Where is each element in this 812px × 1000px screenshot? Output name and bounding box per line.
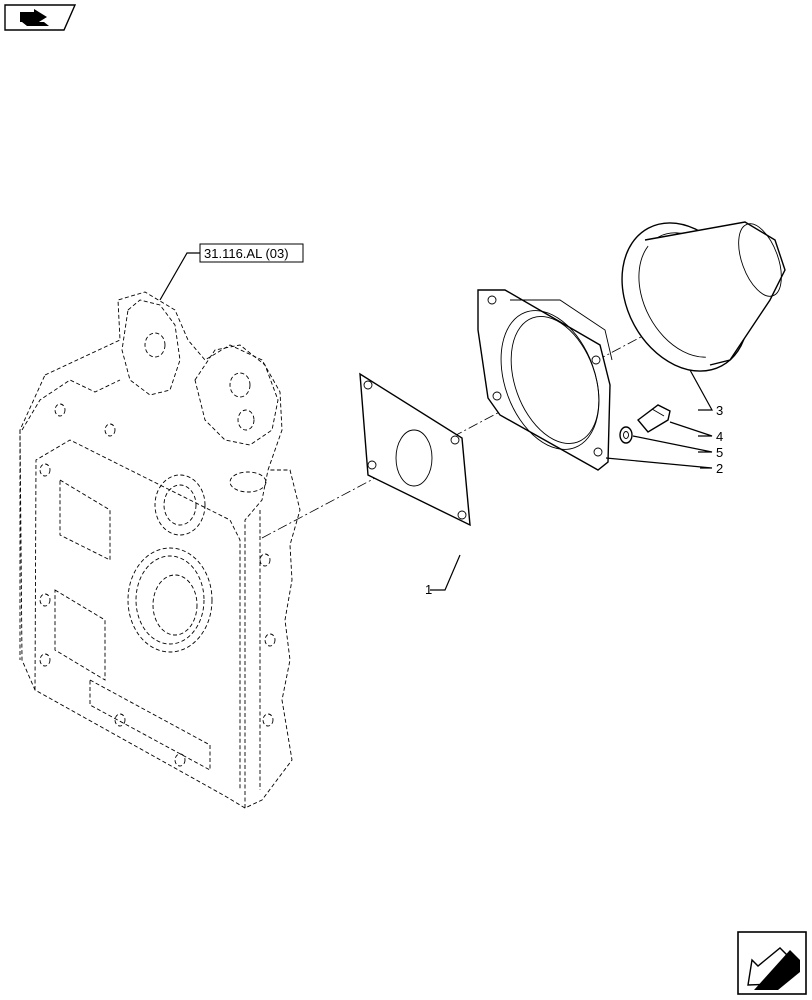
leader-line-1 [430,554,461,591]
next-page-arrow-icon[interactable] [737,931,807,995]
leader-line-3 [689,369,714,411]
cover-part-3[interactable] [597,201,790,393]
reference-label: 31.116.AL (03) [204,246,289,261]
flange-housing-part-2[interactable] [477,289,617,471]
book-arrow-icon[interactable] [4,4,77,31]
bolt-part-4[interactable] [636,404,671,433]
reference-callout[interactable]: 31.116.AL (03) [159,243,304,301]
callout-2: 2 [716,461,723,476]
callout-1: 1 [425,582,432,597]
leader-line-4 [669,421,713,437]
washer-part-5[interactable] [619,426,633,444]
assembly-axis-line [261,311,689,539]
callout-4: 4 [716,429,723,444]
leader-line-2 [605,457,713,469]
callout-5: 5 [716,445,723,460]
gearbox-housing-outline [19,291,301,809]
leader-line-5 [632,435,713,453]
gasket-part-1[interactable] [359,372,471,527]
callout-3: 3 [716,403,723,418]
